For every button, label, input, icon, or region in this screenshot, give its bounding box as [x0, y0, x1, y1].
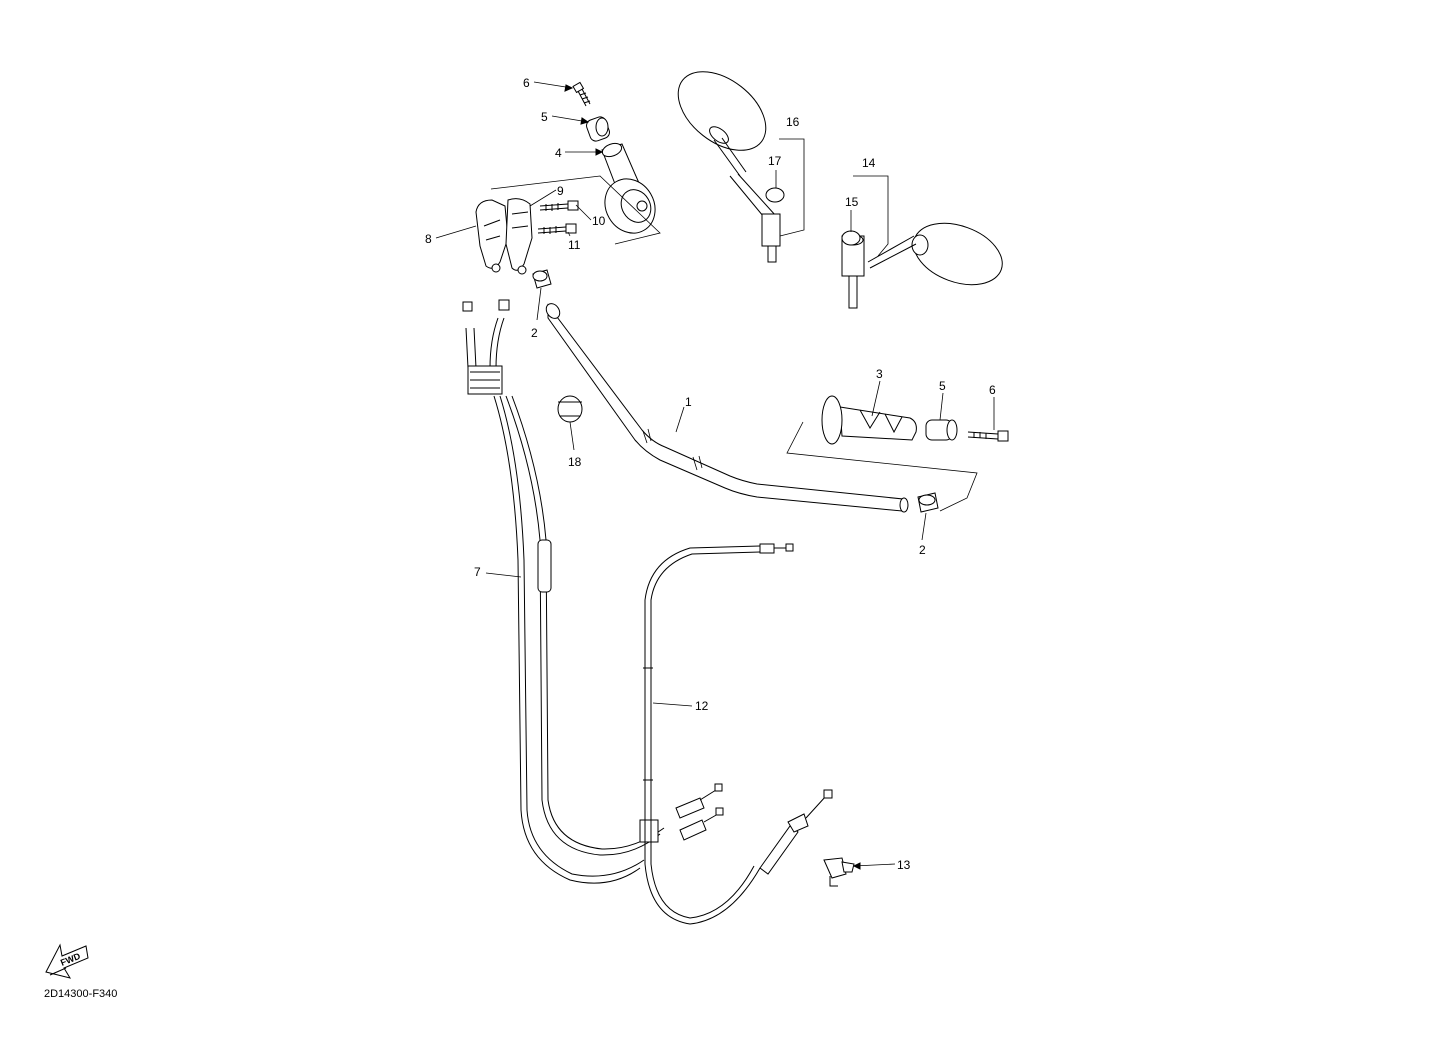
clutch-switch[interactable] [823, 857, 855, 887]
clutch-cable[interactable] [643, 543, 833, 925]
housing-screw-lower[interactable] [537, 223, 577, 234]
handlebar[interactable] [543, 301, 909, 513]
fwd-arrow-icon: FWD [45, 943, 89, 979]
leader-arrowheads [564, 84, 861, 870]
right-mirror[interactable] [841, 212, 1011, 309]
callout-13: 13 [897, 858, 911, 872]
wire-clamp[interactable] [557, 395, 583, 423]
right-grip[interactable] [821, 395, 917, 445]
callout-3: 3 [876, 367, 883, 381]
right-mirror-cap[interactable] [841, 230, 861, 246]
callout-8: 8 [425, 232, 432, 246]
left-grip[interactable] [595, 141, 665, 242]
callout-labels: 1 2 2 3 4 5 5 6 6 7 8 9 10 11 12 13 14 1… [425, 76, 996, 872]
left-mirror[interactable] [664, 56, 781, 263]
callout-17: 17 [768, 154, 782, 168]
callout-14: 14 [862, 156, 876, 170]
callout-18: 18 [568, 455, 582, 469]
throttle-housing[interactable] [475, 198, 533, 275]
callout-10: 10 [592, 214, 606, 228]
callout-15: 15 [845, 195, 859, 209]
left-mirror-cap[interactable] [765, 187, 785, 203]
callout-4: 4 [555, 146, 562, 160]
callout-2-left: 2 [531, 326, 538, 340]
callout-7: 7 [474, 565, 481, 579]
callout-11: 11 [568, 238, 581, 252]
right-grip-end[interactable] [925, 419, 958, 441]
throttle-cable-assembly[interactable] [462, 299, 724, 884]
leader-lines [435, 81, 995, 867]
callout-2-right: 2 [919, 543, 926, 557]
boxed-group-4 [490, 175, 661, 245]
bushing-left[interactable] [532, 269, 552, 289]
callout-5-right: 5 [939, 379, 946, 393]
callout-9: 9 [557, 184, 564, 198]
housing-screw-upper[interactable] [539, 200, 579, 211]
callout-1: 1 [685, 395, 692, 409]
boxed-group-3 [786, 421, 978, 512]
left-grip-end[interactable] [585, 115, 611, 143]
callout-16: 16 [786, 115, 800, 129]
right-screw[interactable] [967, 430, 1009, 442]
callout-6-right: 6 [989, 383, 996, 397]
bushing-right[interactable] [917, 492, 939, 513]
left-screw[interactable] [572, 81, 591, 107]
callout-5-left: 5 [541, 110, 548, 124]
callout-6-left: 6 [523, 76, 530, 90]
diagram-code: 2D14300-F340 [44, 988, 117, 1000]
callout-12: 12 [695, 699, 709, 713]
